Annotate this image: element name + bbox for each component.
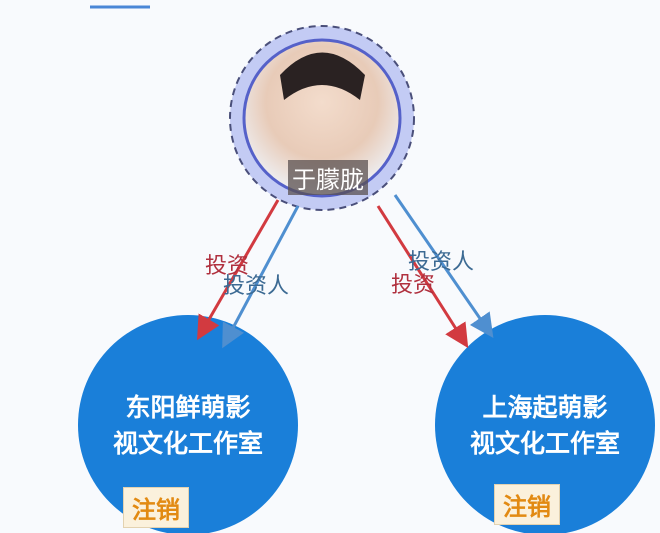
company-node-left <box>78 315 298 533</box>
company-name-left: 东阳鲜萌影 视文化工作室 <box>78 390 298 462</box>
status-badge-left: 注销 <box>123 487 189 528</box>
edge-label-investor-right: 投资人 <box>408 250 475 275</box>
company-name-line2: 视文化工作室 <box>112 429 263 458</box>
company-name-line1: 东阳鲜萌影 <box>125 393 251 422</box>
avatar-hair <box>280 52 365 100</box>
edge-label-invest-right: 投资 <box>391 273 436 298</box>
company-name-line1: 上海起萌影 <box>482 393 608 422</box>
edge-label-invest-left: 投资 <box>205 254 250 279</box>
company-name-right: 上海起萌影 视文化工作室 <box>435 390 655 462</box>
person-name: 于朦胧 <box>288 160 368 195</box>
edge-label-investor-left: 投资人 <box>223 274 290 299</box>
edge-investor-left <box>222 205 300 349</box>
edge-investor-right <box>393 194 494 338</box>
edge-invest-right <box>376 205 469 349</box>
company-node-right <box>435 315 655 533</box>
edge-invest-left <box>196 199 280 341</box>
status-badge-right: 注销 <box>494 484 560 525</box>
company-name-line2: 视文化工作室 <box>469 429 620 458</box>
